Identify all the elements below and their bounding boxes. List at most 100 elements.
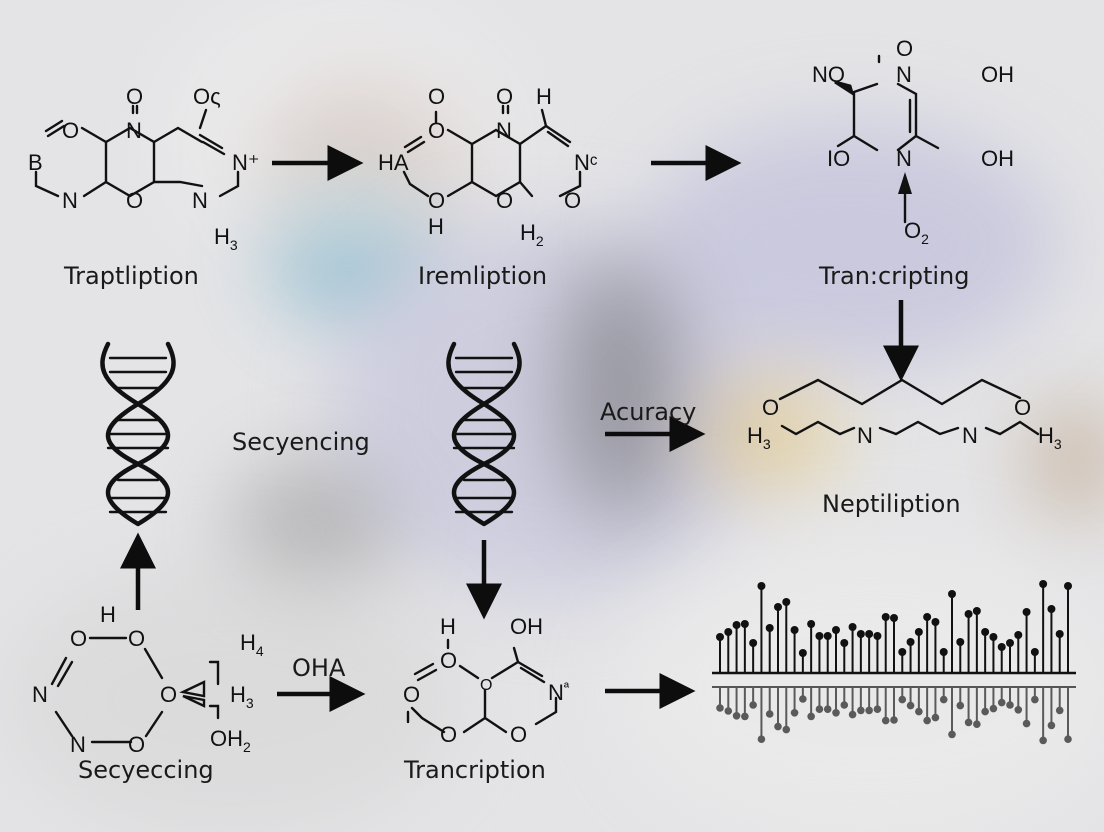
- atom-label: O: [564, 188, 581, 213]
- data-point: [1006, 639, 1014, 647]
- atom-label: Oς: [193, 84, 221, 109]
- atom-label: H: [230, 682, 246, 707]
- atom-label: HA: [378, 150, 409, 175]
- svg-text:H3: H3: [214, 224, 238, 253]
- data-point: [832, 709, 840, 717]
- data-point: [741, 712, 749, 721]
- data-point: [749, 701, 757, 709]
- atom-label: H: [747, 423, 763, 448]
- atom-label: O: [62, 118, 79, 143]
- svg-text:OH2: OH2: [210, 726, 251, 755]
- data-point: [1030, 648, 1039, 656]
- data-point: [848, 623, 857, 631]
- data-point: [865, 706, 873, 715]
- data-point: [865, 630, 874, 638]
- molecule-traptliption: O Oς O N B N⁺ N O N H3 Traptliption: [28, 84, 260, 290]
- data-point: [807, 712, 815, 721]
- data-point: [765, 624, 774, 632]
- svg-text:Nª: Nª: [548, 679, 570, 705]
- svg-text:H3: H3: [747, 423, 771, 452]
- data-point: [915, 707, 923, 716]
- atom-label: N: [548, 680, 564, 705]
- data-point: [840, 639, 849, 647]
- data-point: [840, 701, 849, 709]
- atom-label: N: [896, 146, 912, 171]
- atom-label: O: [160, 682, 177, 707]
- molecule-neptiliption: O O H3 N N H3 Neptiliption: [747, 378, 1062, 518]
- data-point: [857, 706, 865, 715]
- data-point: [906, 638, 915, 646]
- data-point: [948, 730, 956, 739]
- molecule-caption: Trancription: [403, 756, 546, 784]
- atom-label: OH: [510, 614, 543, 639]
- data-point: [749, 639, 758, 647]
- oha-arrow-label: OHA: [292, 654, 346, 682]
- atom-label: O: [128, 732, 145, 757]
- data-point: [724, 628, 733, 636]
- data-point: [964, 610, 973, 618]
- data-point: [1064, 735, 1072, 743]
- data-point: [823, 705, 832, 713]
- data-point: [1047, 721, 1056, 730]
- data-point: [790, 626, 799, 634]
- data-point: [724, 707, 733, 715]
- data-point: [716, 704, 724, 712]
- data-point: [848, 710, 857, 719]
- atom-label: O: [904, 218, 921, 243]
- atom-label: O: [440, 722, 457, 747]
- atom-label: O: [762, 395, 779, 420]
- atom-label: IO: [827, 146, 850, 171]
- data-point: [807, 620, 816, 628]
- atom-label: OH: [981, 146, 1014, 171]
- data-point: [856, 630, 865, 638]
- atom-label: O: [496, 188, 513, 213]
- atom-subscript: 4: [256, 643, 264, 659]
- svg-text:O2: O2: [904, 218, 929, 247]
- data-point: [815, 705, 824, 713]
- data-point: [931, 713, 940, 722]
- data-point: [782, 598, 791, 606]
- atom-label: H: [440, 614, 456, 639]
- sequencing-label: Secyencing: [232, 428, 370, 456]
- data-point: [873, 705, 882, 713]
- data-point: [981, 707, 989, 716]
- atom-label: O: [496, 84, 513, 109]
- atom-label: O: [428, 118, 445, 143]
- data-point: [774, 722, 782, 731]
- data-point: [823, 632, 832, 640]
- atom-label: N: [496, 118, 512, 143]
- data-point: [1055, 630, 1064, 638]
- atom-subscript: 2: [536, 233, 544, 249]
- dna-helix-icon: [100, 341, 176, 527]
- atom-label: N: [857, 423, 873, 448]
- atom-subscript: 2: [243, 739, 251, 755]
- atom-label: H: [1038, 423, 1054, 448]
- data-point: [881, 716, 890, 725]
- atom-label: O: [128, 626, 145, 651]
- dna-helix-icon: [446, 341, 522, 527]
- data-point: [997, 643, 1006, 651]
- data-point: [757, 582, 766, 590]
- atom-label: O: [70, 626, 87, 651]
- data-point: [1022, 719, 1031, 728]
- atom-label: O: [896, 36, 913, 61]
- atom-label: B: [28, 150, 43, 175]
- data-point: [757, 735, 766, 743]
- data-point: [906, 701, 915, 710]
- data-point: [890, 716, 898, 724]
- data-point: [898, 648, 907, 656]
- data-point: [1022, 608, 1031, 616]
- data-point: [914, 628, 923, 636]
- atom-label: O: [428, 188, 445, 213]
- data-point: [774, 603, 782, 611]
- svg-text:H2: H2: [520, 220, 544, 249]
- atom-label: H: [536, 84, 552, 109]
- data-point: [956, 701, 965, 710]
- data-point: [981, 628, 990, 636]
- reaction-arrows: [120, 145, 919, 712]
- molecule-caption: Tran:cripting: [818, 262, 970, 290]
- svg-text:H3: H3: [230, 682, 254, 711]
- atom-label: O: [440, 648, 457, 673]
